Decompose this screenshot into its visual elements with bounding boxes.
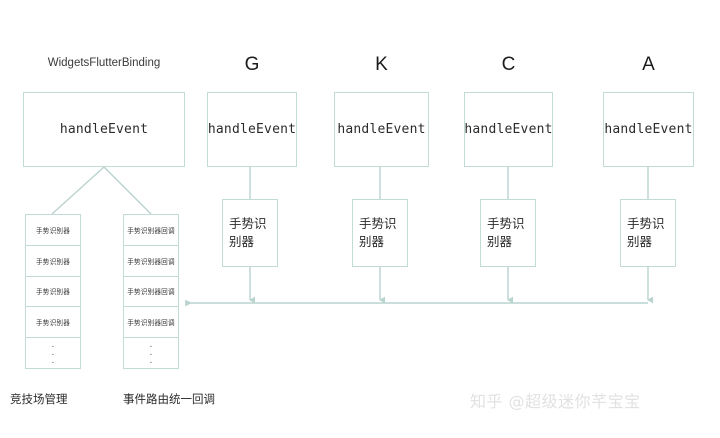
arena-stack-cell[interactable]: 手势识别器 bbox=[26, 246, 80, 277]
gesture-recognizer-box-a[interactable]: 手势识别器 bbox=[620, 199, 676, 267]
handle-event-box-k[interactable]: handleEvent bbox=[334, 92, 429, 167]
ellipsis-dot: . bbox=[149, 339, 153, 350]
arena-stack[interactable]: 手势识别器 手势识别器 手势识别器 手势识别器 . . . bbox=[25, 214, 81, 369]
arena-stack-cell[interactable]: 手势识别器 bbox=[26, 215, 80, 246]
root-to-stacks-connectors bbox=[51, 166, 152, 215]
handle-event-label-c: handleEvent bbox=[464, 122, 553, 137]
column-letter-k: K bbox=[375, 54, 388, 75]
handle-event-label-g: handleEvent bbox=[207, 122, 297, 137]
arena-stack-cell[interactable]: 手势识别器 bbox=[26, 277, 80, 308]
handler-to-gesture-connectors bbox=[249, 167, 649, 199]
ellipsis-dot: . bbox=[51, 356, 55, 367]
gesture-recognizer-box-c[interactable]: 手势识别器 bbox=[480, 199, 536, 267]
ellipsis-dot: . bbox=[149, 348, 153, 359]
gesture-recognizer-box-g[interactable]: 手势识别器 bbox=[222, 199, 278, 267]
column-letter-a: A bbox=[642, 54, 655, 75]
callback-stack-cell[interactable]: 手势识别器回调 bbox=[124, 215, 178, 246]
gesture-recognizer-label-k: 手势识别器 bbox=[359, 215, 397, 249]
root-title: WidgetsFlutterBinding bbox=[47, 57, 161, 69]
gesture-recognizer-label-c: 手势识别器 bbox=[487, 215, 525, 249]
callback-stack-cell[interactable]: 手势识别器回调 bbox=[124, 277, 178, 308]
arena-stack-caption: 竞技场管理 bbox=[10, 392, 68, 406]
callback-stack[interactable]: 手势识别器回调 手势识别器回调 手势识别器回调 手势识别器回调 . . . bbox=[123, 214, 179, 369]
callback-stack-ellipsis-cell: . . . bbox=[124, 338, 178, 368]
gesture-to-bus-connectors bbox=[249, 267, 654, 304]
callback-stack-cell[interactable]: 手势识别器回调 bbox=[124, 246, 178, 277]
arena-stack-cell[interactable]: 手势识别器 bbox=[26, 307, 80, 339]
gesture-recognizer-box-k[interactable]: 手势识别器 bbox=[352, 199, 408, 267]
ellipsis-dot: . bbox=[51, 339, 55, 350]
handle-event-box-a[interactable]: handleEvent bbox=[603, 92, 694, 167]
callback-stack-cell[interactable]: 手势识别器回调 bbox=[124, 307, 178, 339]
gesture-recognizer-label-a: 手势识别器 bbox=[627, 215, 665, 249]
handle-event-box-g[interactable]: handleEvent bbox=[207, 92, 297, 167]
root-handle-event-label: handleEvent bbox=[59, 122, 149, 137]
root-handle-event-box[interactable]: handleEvent bbox=[23, 92, 185, 167]
handle-event-box-c[interactable]: handleEvent bbox=[464, 92, 553, 167]
column-letter-g: G bbox=[244, 54, 260, 75]
handle-event-label-a: handleEvent bbox=[604, 122, 693, 137]
handle-event-label-k: handleEvent bbox=[337, 122, 426, 137]
callback-stack-caption: 事件路由统一回调 bbox=[123, 392, 215, 406]
arena-stack-ellipsis-cell: . . . bbox=[26, 338, 80, 368]
column-letter-c: C bbox=[501, 54, 516, 75]
watermark: 知乎 @超级迷你芊宝宝 bbox=[470, 392, 641, 411]
ellipsis-dot: . bbox=[51, 348, 55, 359]
ellipsis-dot: . bbox=[149, 356, 153, 367]
gesture-recognizer-label-g: 手势识别器 bbox=[229, 215, 267, 249]
